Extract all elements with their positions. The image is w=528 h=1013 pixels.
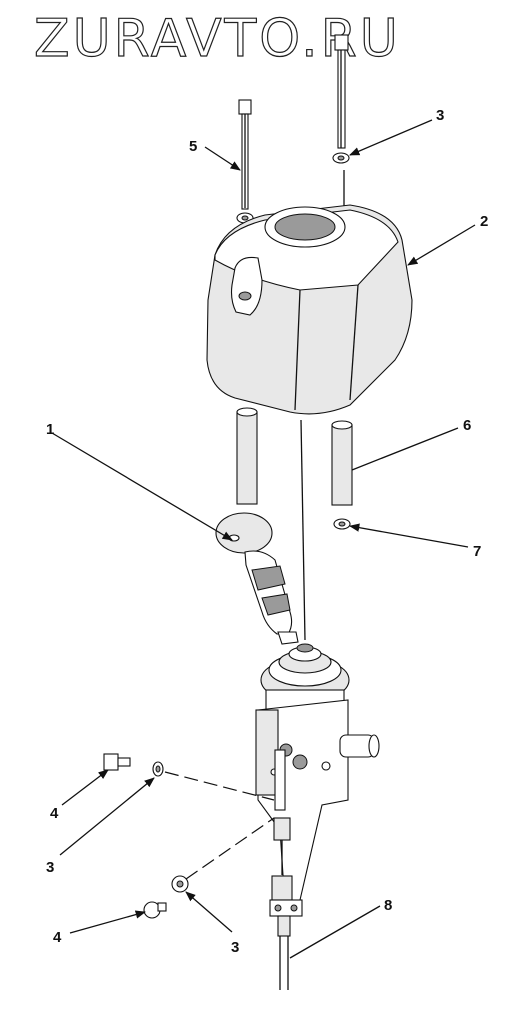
leader-4b (69, 910, 147, 934)
callout-3-top: 3 (436, 107, 444, 124)
callout-3-left: 3 (46, 859, 54, 876)
pin-bolt-lower (143, 901, 167, 919)
callout-3-bottom: 3 (231, 939, 239, 956)
washer-upper-left (152, 761, 164, 777)
leader-6 (351, 427, 459, 471)
washer-lower (171, 875, 189, 893)
callout-8: 8 (384, 897, 392, 914)
bolt-left (238, 99, 252, 210)
callout-4-lower: 4 (53, 929, 62, 946)
leader-3b (59, 777, 155, 856)
leader-8 (289, 905, 381, 959)
leader-3a (349, 119, 433, 156)
callout-7: 7 (473, 543, 481, 560)
shift-mechanism (255, 643, 380, 917)
assembly-path-upper (164, 771, 275, 801)
assembly-path-lower (185, 817, 275, 880)
callout-4-upper: 4 (50, 805, 59, 822)
callout-6: 6 (463, 417, 471, 434)
spacer-right (331, 420, 353, 506)
leader-4a (61, 769, 109, 806)
leader-1 (51, 432, 233, 541)
washer-right-bottom (333, 518, 351, 530)
washer-right-top (332, 152, 350, 164)
bolt-right (334, 34, 349, 149)
spacer-left (236, 407, 258, 505)
callout-1: 1 (46, 421, 54, 438)
callout-2: 2 (480, 213, 488, 230)
leader-3c (185, 891, 233, 933)
shift-cable (277, 915, 291, 990)
leader-7 (348, 523, 469, 548)
leader-5 (204, 146, 241, 171)
callout-5: 5 (189, 138, 197, 155)
axis-line (300, 419, 306, 641)
shift-knob (215, 512, 299, 645)
console-housing (206, 204, 413, 415)
pin-bolt-upper (103, 753, 131, 771)
leader-2 (407, 224, 476, 266)
